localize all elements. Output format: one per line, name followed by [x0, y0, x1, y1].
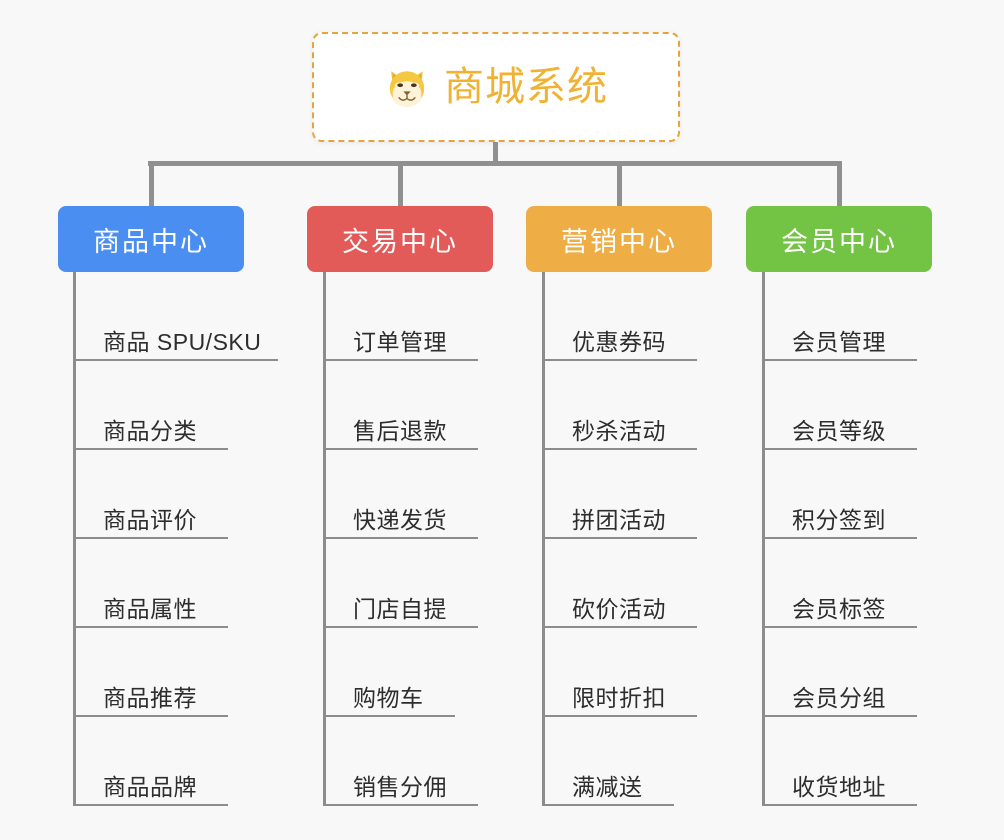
leaf-item-rule [762, 626, 917, 628]
leaf-item-label: 满减送 [572, 774, 643, 800]
leaf-item-rule [323, 715, 455, 717]
leaf-item[interactable]: 商品 SPU/SKU [73, 272, 278, 361]
leaf-item-label: 收货地址 [792, 774, 886, 800]
leaf-item[interactable]: 购物车 [323, 628, 455, 717]
leaf-item[interactable]: 售后退款 [323, 361, 478, 450]
leaf-item[interactable]: 拼团活动 [542, 450, 697, 539]
leaf-item-label: 秒杀活动 [572, 418, 666, 444]
leaf-item[interactable]: 订单管理 [323, 272, 478, 361]
leaf-item-label: 砍价活动 [572, 596, 666, 622]
leaf-item-label: 会员标签 [792, 596, 886, 622]
leaf-item-label: 限时折扣 [572, 685, 666, 711]
leaf-item-label: 快递发货 [353, 507, 447, 533]
leaf-item[interactable]: 商品分类 [73, 361, 228, 450]
leaf-item-label: 商品推荐 [103, 685, 197, 711]
leaf-item-rule [762, 537, 917, 539]
leaf-item-label: 商品分类 [103, 418, 197, 444]
leaf-item[interactable]: 优惠券码 [542, 272, 697, 361]
connector-drop-marketing-center [617, 161, 622, 206]
leaf-item[interactable]: 门店自提 [323, 539, 478, 628]
leaf-item[interactable]: 会员管理 [762, 272, 917, 361]
leaf-item-label: 会员分组 [792, 685, 886, 711]
connector-drop-member-center [837, 161, 842, 206]
category-label: 会员中心 [781, 226, 897, 257]
leaf-item-rule [323, 626, 478, 628]
leaf-item-rule [73, 804, 228, 806]
leaf-item-rule [323, 448, 478, 450]
leaf-item-label: 销售分佣 [353, 774, 447, 800]
leaf-item[interactable]: 会员分组 [762, 628, 917, 717]
category-label: 商品中心 [93, 226, 209, 257]
leaf-item-rule [762, 715, 917, 717]
leaf-item-label: 商品属性 [103, 596, 197, 622]
leaf-item[interactable]: 商品品牌 [73, 717, 228, 806]
category-box-product-center[interactable]: 商品中心 [58, 206, 244, 272]
leaf-item-label: 订单管理 [353, 329, 447, 355]
branch-spine-member-center [762, 272, 765, 806]
leaf-item-rule [323, 804, 478, 806]
leaf-item[interactable]: 砍价活动 [542, 539, 697, 628]
leaf-item-rule [323, 537, 478, 539]
category-label: 交易中心 [342, 226, 458, 257]
leaf-item-rule [323, 359, 478, 361]
leaf-item-rule [73, 359, 278, 361]
category-label: 营销中心 [561, 226, 677, 257]
leaf-item-label: 售后退款 [353, 418, 447, 444]
leaf-item[interactable]: 快递发货 [323, 450, 478, 539]
connector-drop-trade-center [398, 161, 403, 206]
leaf-item-rule [762, 804, 917, 806]
branch-spine-marketing-center [542, 272, 545, 806]
connector-root-stem [493, 142, 498, 165]
connector-horizontal-bus [148, 161, 840, 166]
leaf-item[interactable]: 秒杀活动 [542, 361, 697, 450]
leaf-item-rule [73, 537, 228, 539]
leaf-item-rule [542, 715, 697, 717]
leaf-item[interactable]: 积分签到 [762, 450, 917, 539]
root-node-mall-system[interactable]: 商城系统 [312, 32, 680, 142]
leaf-item-rule [762, 359, 917, 361]
connector-drop-product-center [149, 161, 154, 206]
leaf-item-label: 会员等级 [792, 418, 886, 444]
shiba-dog-face-icon [384, 64, 430, 110]
leaf-item-rule [542, 626, 697, 628]
category-box-marketing-center[interactable]: 营销中心 [526, 206, 712, 272]
category-box-trade-center[interactable]: 交易中心 [307, 206, 493, 272]
leaf-item[interactable]: 会员标签 [762, 539, 917, 628]
leaf-item-rule [762, 448, 917, 450]
leaf-item-rule [542, 448, 697, 450]
leaf-item-label: 积分签到 [792, 507, 886, 533]
leaf-item-rule [542, 804, 674, 806]
leaf-item-rule [542, 537, 697, 539]
leaf-item[interactable]: 销售分佣 [323, 717, 478, 806]
leaf-item[interactable]: 商品推荐 [73, 628, 228, 717]
category-box-member-center[interactable]: 会员中心 [746, 206, 932, 272]
leaf-item-label: 商品品牌 [103, 774, 197, 800]
leaf-item-label: 优惠券码 [572, 329, 666, 355]
leaf-item-label: 商品 SPU/SKU [103, 329, 262, 355]
leaf-item-label: 商品评价 [103, 507, 197, 533]
leaf-item-label: 会员管理 [792, 329, 886, 355]
leaf-item[interactable]: 限时折扣 [542, 628, 697, 717]
leaf-item[interactable]: 商品评价 [73, 450, 228, 539]
root-title: 商城系统 [444, 65, 608, 109]
branch-spine-product-center [73, 272, 76, 806]
leaf-item-label: 门店自提 [353, 596, 447, 622]
leaf-item[interactable]: 会员等级 [762, 361, 917, 450]
leaf-item-rule [73, 448, 228, 450]
branch-spine-trade-center [323, 272, 326, 806]
leaf-item[interactable]: 商品属性 [73, 539, 228, 628]
leaf-item[interactable]: 满减送 [542, 717, 674, 806]
leaf-item-rule [73, 715, 228, 717]
leaf-item[interactable]: 收货地址 [762, 717, 917, 806]
leaf-item-label: 购物车 [353, 685, 424, 711]
root-node-content: 商城系统 [384, 64, 608, 110]
leaf-item-label: 拼团活动 [572, 507, 666, 533]
leaf-item-rule [542, 359, 697, 361]
leaf-item-rule [73, 626, 228, 628]
